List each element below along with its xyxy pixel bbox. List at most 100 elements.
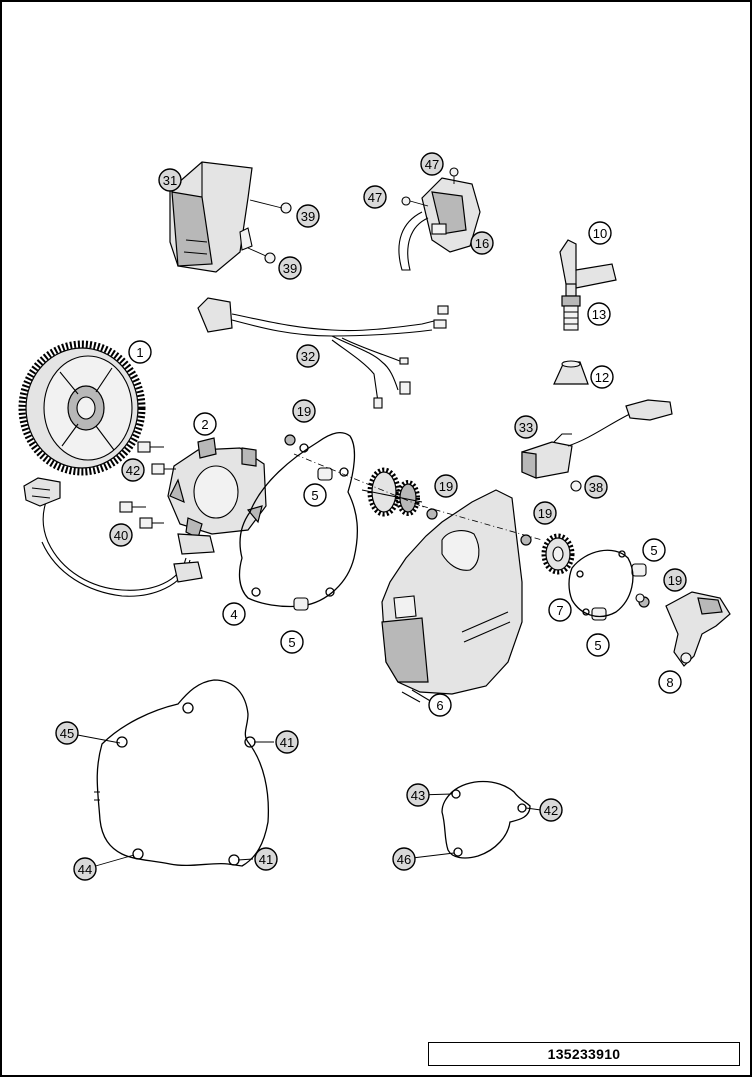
callout-circle (588, 221, 612, 245)
callout-circle (275, 730, 299, 754)
callout-label: 47 (368, 190, 382, 205)
pickup-cover-gasket-part (441, 780, 531, 859)
callout-19: 19 (434, 474, 458, 498)
callout-circle (193, 412, 217, 436)
callout-label: 38 (589, 480, 603, 495)
callout-label: 5 (311, 488, 318, 503)
callout-label: 19 (297, 404, 311, 419)
callout-39: 39 (296, 204, 320, 228)
callout-5: 5 (642, 538, 666, 562)
callout-16: 16 (470, 231, 494, 255)
callout-44: 44 (73, 857, 97, 881)
callout-8: 8 (658, 670, 682, 694)
callout-circle (533, 501, 557, 525)
callout-42: 42 (539, 798, 563, 822)
callout-label: 13 (592, 307, 606, 322)
callout-33: 33 (514, 415, 538, 439)
callout-label: 39 (283, 261, 297, 276)
callout-1: 1 (128, 340, 152, 364)
callout-label: 8 (666, 675, 673, 690)
callout-38: 38 (584, 475, 608, 499)
stator-bolts-part (119, 441, 176, 529)
callout-label: 42 (544, 803, 558, 818)
callout-circle (296, 204, 320, 228)
callout-label: 45 (60, 726, 74, 741)
callout-41: 41 (254, 847, 278, 871)
callout-label: 7 (556, 603, 563, 618)
callout-label: 33 (519, 420, 533, 435)
callout-circle (128, 340, 152, 364)
callout-12: 12 (590, 365, 614, 389)
callout-47: 47 (420, 152, 444, 176)
callout-label: 12 (595, 370, 609, 385)
callout-circle (73, 857, 97, 881)
callout-2: 2 (193, 412, 217, 436)
callout-41: 41 (275, 730, 299, 754)
callout-label: 6 (436, 698, 443, 713)
callout-label: 39 (301, 209, 315, 224)
callout-19: 19 (663, 568, 687, 592)
callout-label: 41 (280, 735, 294, 750)
starter-gear-part (541, 533, 575, 575)
callout-circle (663, 568, 687, 592)
callout-42: 42 (121, 458, 145, 482)
callout-43: 43 (406, 783, 430, 807)
stator-cable-part (23, 477, 203, 597)
callout-circle (303, 483, 327, 507)
callout-label: 19 (439, 479, 453, 494)
callout-circle (470, 231, 494, 255)
callout-46: 46 (392, 847, 416, 871)
callout-5: 5 (303, 483, 327, 507)
callout-label: 5 (594, 638, 601, 653)
callout-circle (586, 633, 610, 657)
callout-19: 19 (533, 501, 557, 525)
callout-circle (158, 168, 182, 192)
pickup-gasket-part (568, 549, 634, 617)
callout-circle (406, 783, 430, 807)
callout-label: 32 (301, 349, 315, 364)
callout-label: 2 (201, 417, 208, 432)
spark-plug-cap-part (559, 239, 617, 289)
spark-plug-seat-part (553, 360, 589, 385)
callout-label: 44 (78, 862, 92, 877)
callout-5: 5 (280, 630, 304, 654)
callout-label: 19 (538, 506, 552, 521)
callout-label: 5 (288, 635, 295, 650)
callout-label: 19 (668, 573, 682, 588)
callout-circle (121, 458, 145, 482)
callout-circle (590, 365, 614, 389)
callout-45: 45 (55, 721, 79, 745)
ignition-coil-part (398, 167, 481, 271)
callout-circle (363, 185, 387, 209)
callout-circle (548, 598, 572, 622)
callout-circle (392, 847, 416, 871)
callout-circle (278, 256, 302, 280)
callout-label: 42 (126, 463, 140, 478)
callout-circle (658, 670, 682, 694)
callout-circle (292, 399, 316, 423)
callout-47: 47 (363, 185, 387, 209)
callout-circle (434, 474, 458, 498)
callout-label: 31 (163, 173, 177, 188)
pickup-cover-part (665, 591, 731, 667)
callout-circle (642, 538, 666, 562)
outer-cover-gasket-part (94, 679, 270, 867)
control-unit-part (169, 161, 292, 273)
callout-circle (296, 344, 320, 368)
wiring-harness-part (197, 297, 449, 409)
idler-gear-part (361, 467, 423, 517)
callout-32: 32 (296, 344, 320, 368)
callout-circle (222, 602, 246, 626)
spark-plug-part (561, 283, 581, 331)
callout-label: 16 (475, 236, 489, 251)
washers-part (284, 434, 650, 608)
ignition-cover-gasket-part (238, 431, 358, 608)
callout-circle (428, 693, 452, 717)
callout-label: 46 (397, 852, 411, 867)
callout-10: 10 (588, 221, 612, 245)
callout-circle (109, 523, 133, 547)
callout-19: 19 (292, 399, 316, 423)
callout-circle (539, 798, 563, 822)
